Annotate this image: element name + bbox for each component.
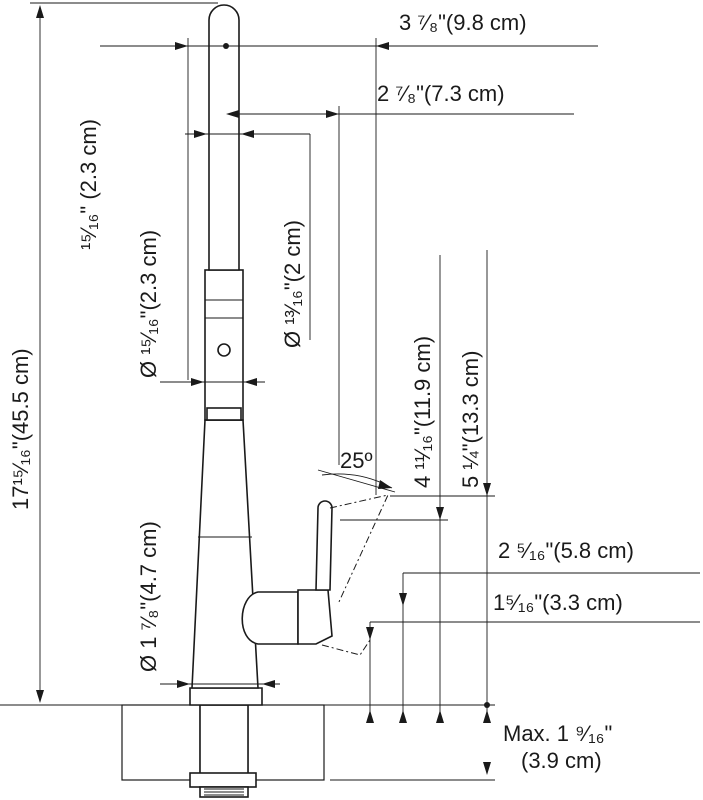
spout-tube	[208, 4, 240, 271]
dimension-labels: 3 ⁷⁄₈"(9.8 cm) 2 ⁷⁄₈"(7.3 cm) 17¹⁵⁄₁₆"(4…	[8, 10, 634, 773]
dimension-lines	[30, 2, 700, 775]
label-spray-head-diameter: Ø ¹⁵⁄₁₆"(2.3 cm)	[136, 230, 161, 378]
label-reach: 3 ⁷⁄₈"(9.8 cm)	[399, 10, 527, 35]
spray-button-icon	[217, 343, 231, 357]
handle-hub	[241, 591, 299, 645]
deck-hatch-right	[247, 704, 325, 781]
faucet-column	[191, 419, 259, 689]
label-lever-height: 5 ¼"(13.3 cm)	[458, 351, 483, 488]
label-total-height: 17¹⁵⁄₁₆"(45.5 cm)	[8, 348, 33, 510]
handle-stem	[315, 500, 333, 591]
label-handle-offset-1: 2 ⁵⁄₁₆"(5.8 cm)	[498, 538, 634, 563]
label-spout-diameter: Ø ¹³⁄₁₆"(2 cm)	[280, 220, 305, 348]
mounting-nut	[189, 772, 257, 788]
faucet-base	[189, 687, 263, 706]
label-deck-thickness: Max. 1 ⁹⁄₁₆"	[503, 721, 612, 746]
label-handle-height: 4 ¹¹⁄₁₆"(11.9 cm)	[410, 336, 435, 488]
faucet-body	[189, 4, 333, 798]
deck-hatch-left	[121, 704, 201, 781]
handle-lever	[297, 589, 333, 645]
label-handle-offset-2: 1⁵⁄₁₆"(3.3 cm)	[493, 590, 623, 615]
mounting-shank	[199, 704, 249, 776]
label-spout-offset: 2 ⁷⁄₈"(7.3 cm)	[377, 81, 505, 106]
label-base-diameter: Ø 1 ⁷⁄₈"(4.7 cm)	[136, 521, 161, 672]
label-tip-width: ¹⁵⁄₁₆" (2.3 cm)	[76, 119, 101, 250]
label-deck-thickness-cm: (3.9 cm)	[521, 748, 602, 773]
label-handle-angle: 25º	[340, 448, 373, 473]
